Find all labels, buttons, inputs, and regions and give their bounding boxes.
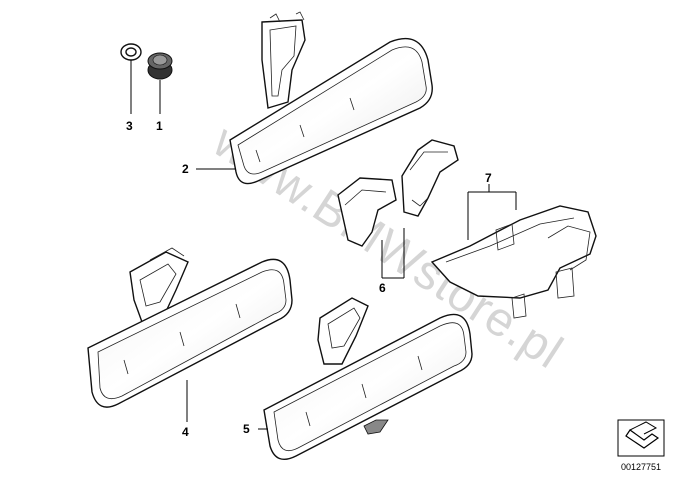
callout-3: 3 [126,119,133,133]
part-2-mirror [229,11,433,185]
callout-4: 4 [182,425,189,439]
part-7-cover [430,205,597,319]
callout-2: 2 [182,162,189,176]
part-3-washer [120,43,142,61]
part-5-mirror [263,297,473,460]
part-6-cover [337,139,459,247]
callout-6: 6 [379,281,386,295]
callout-5: 5 [243,422,250,436]
drawing-symbol [617,419,665,457]
leader-lines [130,60,517,430]
drawing-code: 00127751 [621,462,661,472]
callout-1: 1 [156,119,163,133]
part-4-mirror [87,247,293,408]
part-1-cap [147,52,173,80]
callout-7: 7 [485,171,492,185]
